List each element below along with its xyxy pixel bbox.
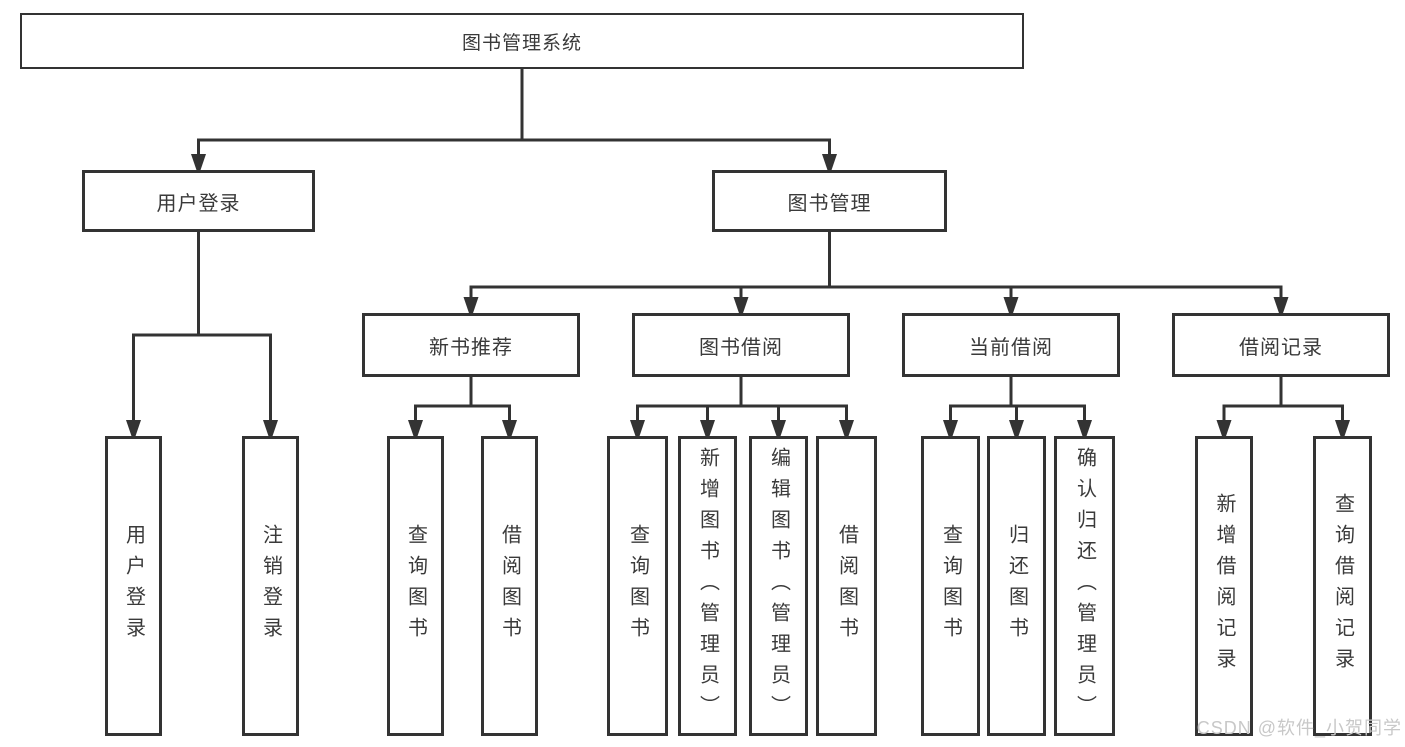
node-leaf-cb-return: 归还图书: [987, 436, 1046, 736]
node-label: 查询图书: [404, 524, 427, 648]
node-book-mgmt: 图书管理: [712, 170, 947, 232]
node-label: 图书管理系统: [461, 32, 582, 54]
arrowhead-icon: [263, 420, 278, 442]
node-leaf-user-login: 用户登录: [105, 436, 162, 736]
arrowhead-icon: [943, 420, 958, 442]
arrowhead-icon: [463, 297, 479, 319]
node-leaf-bb-add: 新增图书（管理员）: [678, 436, 737, 736]
node-label: 新增借阅记录: [1213, 493, 1235, 679]
node-label: 新增图书（管理员）: [696, 446, 719, 726]
node-borrow-records: 借阅记录: [1172, 313, 1390, 377]
watermark-text: CSDN @软件_小贺同学: [1196, 718, 1402, 738]
node-leaf-cb-confirm: 确认归还（管理员）: [1054, 436, 1115, 736]
node-label: 查询借阅记录: [1331, 493, 1354, 679]
node-label: 新书推荐: [429, 336, 513, 359]
node-leaf-rec-borrow: 借阅图书: [481, 436, 538, 736]
node-leaf-bb-query: 查询图书: [607, 436, 668, 736]
node-label: 归还图书: [1005, 524, 1028, 648]
node-label: 图书借阅: [699, 336, 783, 359]
node-label: 借阅图书: [835, 524, 858, 648]
arrowhead-icon: [839, 420, 854, 442]
arrowhead-icon: [1009, 420, 1024, 442]
node-label: 借阅记录: [1239, 336, 1323, 359]
node-leaf-logout: 注销登录: [242, 436, 299, 736]
arrowhead-icon: [700, 420, 715, 442]
node-new-book-rec: 新书推荐: [362, 313, 580, 377]
arrowhead-icon: [1216, 420, 1232, 442]
node-book-borrow: 图书借阅: [632, 313, 850, 377]
arrowhead-icon: [1003, 297, 1019, 319]
arrowhead-icon: [822, 154, 837, 176]
arrowhead-icon: [1273, 297, 1289, 319]
node-label: 查询图书: [939, 524, 962, 648]
node-leaf-cb-query: 查询图书: [921, 436, 980, 736]
arrowhead-icon: [502, 420, 517, 442]
arrowhead-icon: [1077, 420, 1092, 442]
node-label: 当前借阅: [969, 336, 1053, 359]
node-leaf-bb-borrow: 借阅图书: [816, 436, 877, 736]
node-leaf-rec-query: 查询图书: [387, 436, 444, 736]
arrowhead-icon: [771, 420, 786, 442]
arrowhead-icon: [1335, 420, 1350, 442]
arrowhead-icon: [408, 420, 423, 442]
node-leaf-br-add: 新增借阅记录: [1195, 436, 1253, 736]
node-label: 确认归还（管理员）: [1073, 446, 1096, 726]
arrowhead-icon: [630, 420, 645, 442]
node-leaf-bb-edit: 编辑图书（管理员）: [749, 436, 808, 736]
node-label: 注销登录: [259, 524, 282, 648]
node-label: 借阅图书: [498, 524, 521, 648]
node-label: 图书管理: [787, 192, 872, 215]
arrowhead-icon: [191, 154, 206, 176]
node-leaf-br-query: 查询借阅记录: [1313, 436, 1372, 736]
node-label: 用户登录: [122, 524, 145, 648]
node-label: 查询图书: [626, 524, 649, 648]
arrowhead-icon: [733, 297, 749, 319]
node-root: 图书管理系统: [20, 13, 1024, 69]
node-user-login: 用户登录: [82, 170, 315, 232]
node-current-borrow: 当前借阅: [902, 313, 1120, 377]
arrowhead-icon: [126, 420, 141, 442]
node-label: 用户登录: [156, 192, 241, 215]
node-label: 编辑图书（管理员）: [767, 446, 790, 726]
